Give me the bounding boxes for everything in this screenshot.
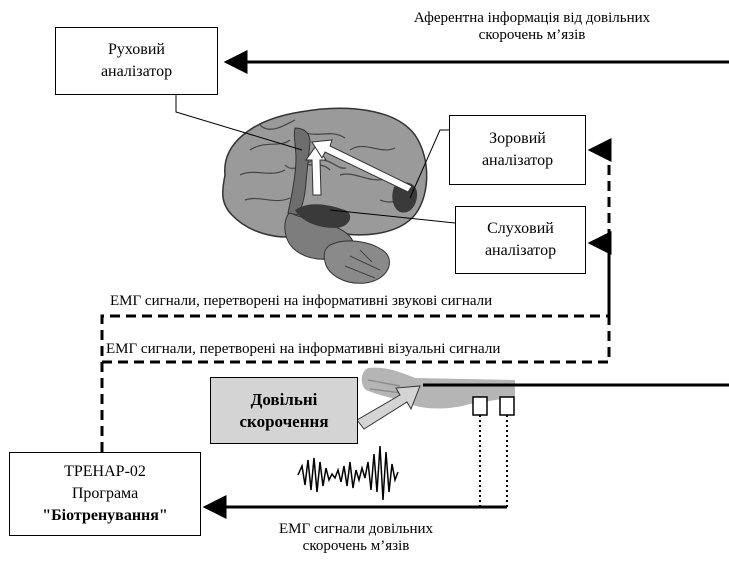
- brain-pointers: [305, 139, 413, 196]
- emg-sound-label: ЕМГ сигнали, перетворені на інформативні…: [110, 293, 493, 309]
- emg-bottom-label-line2: скорочень м’язів: [302, 538, 410, 554]
- trenar-device-name: ТРЕНАР-02: [64, 463, 146, 480]
- visual-analyzer-box: Зоровий аналізатор: [449, 115, 586, 185]
- emg-bottom-label-line1: ЕМГ сигнали довільних: [278, 521, 434, 537]
- visual-analyzer-line2: аналізатор: [481, 152, 554, 169]
- emg-visual-label: ЕМГ сигнали, перетворені на інформативні…: [106, 341, 501, 357]
- visual-connector-line: [409, 129, 449, 199]
- motor-analyzer-line1: Руховий: [108, 41, 165, 58]
- trenar-program-word: Програма: [71, 485, 139, 502]
- auditory-feedback-dashed-line: [102, 231, 612, 364]
- motor-analyzer-line2: аналізатор: [100, 63, 173, 80]
- motor-analyzer-box: Руховий аналізатор: [55, 27, 218, 95]
- auditory-connector-line: [329, 209, 456, 224]
- voluntary-contractions-box: Довільні скорочення: [210, 377, 358, 444]
- electrode-2: [499, 396, 515, 416]
- auditory-analyzer-line2: аналізатор: [484, 242, 557, 259]
- motor-connector-line: [175, 95, 303, 151]
- emg-waveform: [297, 445, 399, 501]
- brain-illustration: [221, 107, 428, 284]
- voluntary-contractions-line1: Довільні: [250, 389, 318, 409]
- hand-illustration: [361, 367, 515, 409]
- auditory-analyzer-box: Слуховий аналізатор: [455, 206, 586, 274]
- auditory-analyzer-line1: Слуховий: [487, 220, 554, 237]
- afferent-label: Аферентна інформація від довільних скоро…: [372, 10, 692, 44]
- afferent-label-line1: Аферентна інформація від довільних: [413, 10, 651, 26]
- contraction-pointer-arrow: [356, 385, 421, 430]
- voluntary-contractions-line2: скорочення: [239, 411, 329, 431]
- afferent-label-line2: скорочень м’язів: [478, 27, 586, 43]
- electrode-1: [472, 396, 488, 416]
- trenar-program-box: ТРЕНАР-02 Програма "Біотренування": [9, 452, 201, 536]
- emg-bottom-label: ЕМГ сигнали довільних скорочень м’язів: [246, 521, 466, 555]
- visual-analyzer-line1: Зоровий: [489, 130, 546, 147]
- trenar-program-name: "Біотренування": [42, 507, 168, 524]
